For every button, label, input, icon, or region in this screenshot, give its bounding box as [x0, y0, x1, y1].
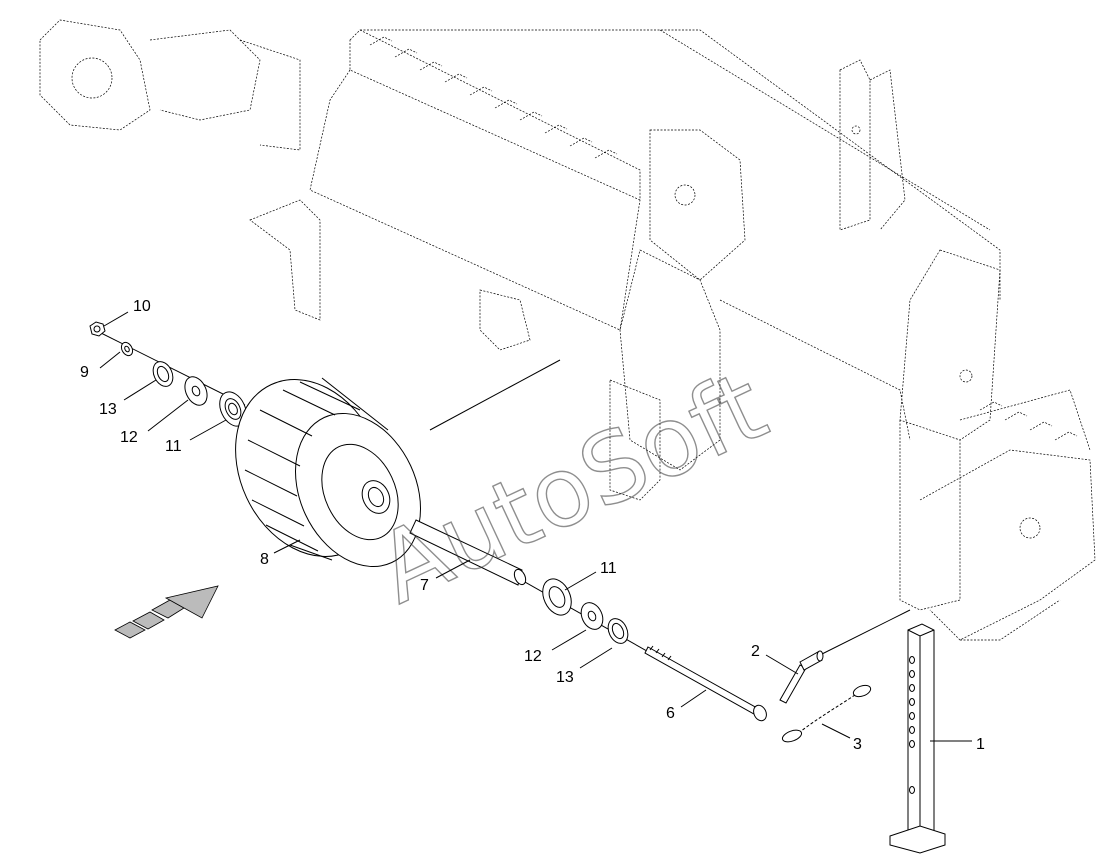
part-8-wheel [235, 377, 421, 568]
callout-13-upper: 13 [99, 401, 117, 418]
part-6-bolt [644, 645, 767, 722]
part-10-nut [89, 321, 106, 337]
machine-frame [39, 19, 1096, 641]
part-12-washer-upper [184, 376, 208, 406]
travel-direction-arrow-icon [114, 585, 219, 639]
part-7-axle-tube [409, 519, 527, 586]
callout-9: 9 [80, 364, 89, 381]
part-2-pin [779, 650, 824, 704]
callout-7: 7 [420, 577, 429, 594]
callout-leaders [99, 311, 972, 742]
part-3-lanyard [781, 684, 872, 743]
callout-12-lower: 12 [524, 648, 542, 665]
part-9-lock-washer [120, 341, 134, 357]
callout-2: 2 [751, 643, 760, 660]
callout-13-lower: 13 [556, 669, 574, 686]
callout-8: 8 [260, 551, 269, 568]
callout-11-upper: 11 [165, 438, 182, 455]
callout-6: 6 [666, 705, 675, 722]
callout-10: 10 [133, 298, 151, 315]
callout-1: 1 [976, 736, 985, 753]
callout-12-upper: 12 [120, 429, 138, 446]
callout-3: 3 [853, 736, 862, 753]
part-12-washer-lower [580, 602, 604, 630]
callout-labels: 10 9 13 12 11 8 7 11 12 13 6 2 3 1 [80, 298, 985, 753]
callout-11-lower: 11 [600, 560, 617, 577]
part-1-jack-stand [889, 623, 946, 854]
part-13-spacer-ring-upper [152, 361, 174, 387]
part-11-bearing-lower [542, 578, 572, 616]
part-13-spacer-ring-lower [607, 618, 629, 644]
